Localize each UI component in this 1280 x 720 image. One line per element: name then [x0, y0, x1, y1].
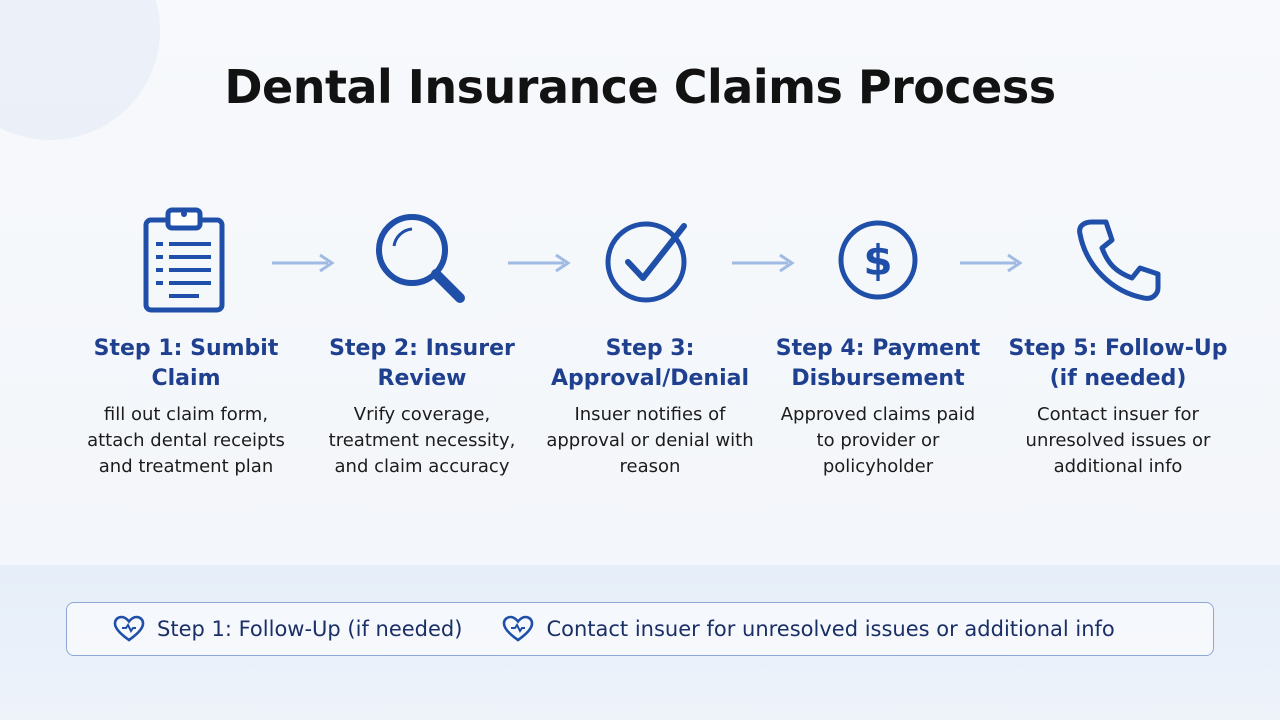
step-3-description: Insuer notifies of approval or denial wi… — [546, 404, 754, 477]
step-2-title: Step 2: Insurer Review — [329, 336, 515, 391]
clipboard-icon — [143, 207, 225, 313]
step-2: Step 2: Insurer Review Vrify coverage, t… — [304, 200, 540, 480]
top-background — [0, 0, 1280, 565]
heart-icon — [111, 614, 147, 644]
step-3: Step 3: Approval/Denial Insuer notifies … — [532, 200, 768, 480]
step-4-title: Step 4: Payment Disbursement — [775, 336, 981, 391]
summary-banner: Step 1: Follow-Up (if needed) Contact in… — [66, 602, 1214, 656]
step-1: Step 1: Sumbit Claim fill out claim form… — [68, 200, 304, 480]
heart-icon — [500, 614, 536, 644]
svg-text:$: $ — [863, 236, 892, 285]
step-5: Step 5: Follow-Up (if needed) Contact in… — [1000, 200, 1236, 480]
arrow-icon — [732, 253, 795, 273]
phone-icon — [1077, 219, 1161, 301]
arrow-icon — [960, 253, 1023, 273]
step-4: $ Step 4: Payment Disbursement Approved … — [760, 200, 996, 480]
step-1-description: fill out claim form, attach dental recei… — [87, 404, 285, 477]
step-3-title: Step 3: Approval/Denial — [550, 336, 750, 391]
step-1-title: Step 1: Sumbit Claim — [93, 336, 279, 391]
check-circle-icon — [605, 221, 687, 303]
step-4-icon-wrap: $ — [760, 200, 996, 320]
step-5-title: Step 5: Follow-Up (if needed) — [1008, 336, 1228, 391]
dollar-circle-icon: $ — [838, 220, 918, 300]
banner-left-text: Step 1: Follow-Up (if needed) — [157, 617, 463, 641]
step-5-description: Contact insuer for unresolved issues or … — [1025, 404, 1211, 477]
step-5-icon-wrap — [1000, 200, 1236, 320]
step-1-icon-wrap — [68, 200, 304, 320]
step-2-icon-wrap — [304, 200, 540, 320]
step-4-description: Approved claims paid to provider or poli… — [780, 404, 976, 477]
magnifier-icon — [376, 214, 465, 303]
arrow-icon — [508, 253, 571, 273]
banner-right-text: Contact insuer for unresolved issues or … — [546, 617, 1115, 641]
step-2-description: Vrify coverage, treatment necessity, and… — [328, 404, 516, 477]
step-3-icon-wrap — [532, 200, 768, 320]
page-title: Dental Insurance Claims Process — [224, 60, 1056, 114]
arrow-icon — [272, 253, 335, 273]
